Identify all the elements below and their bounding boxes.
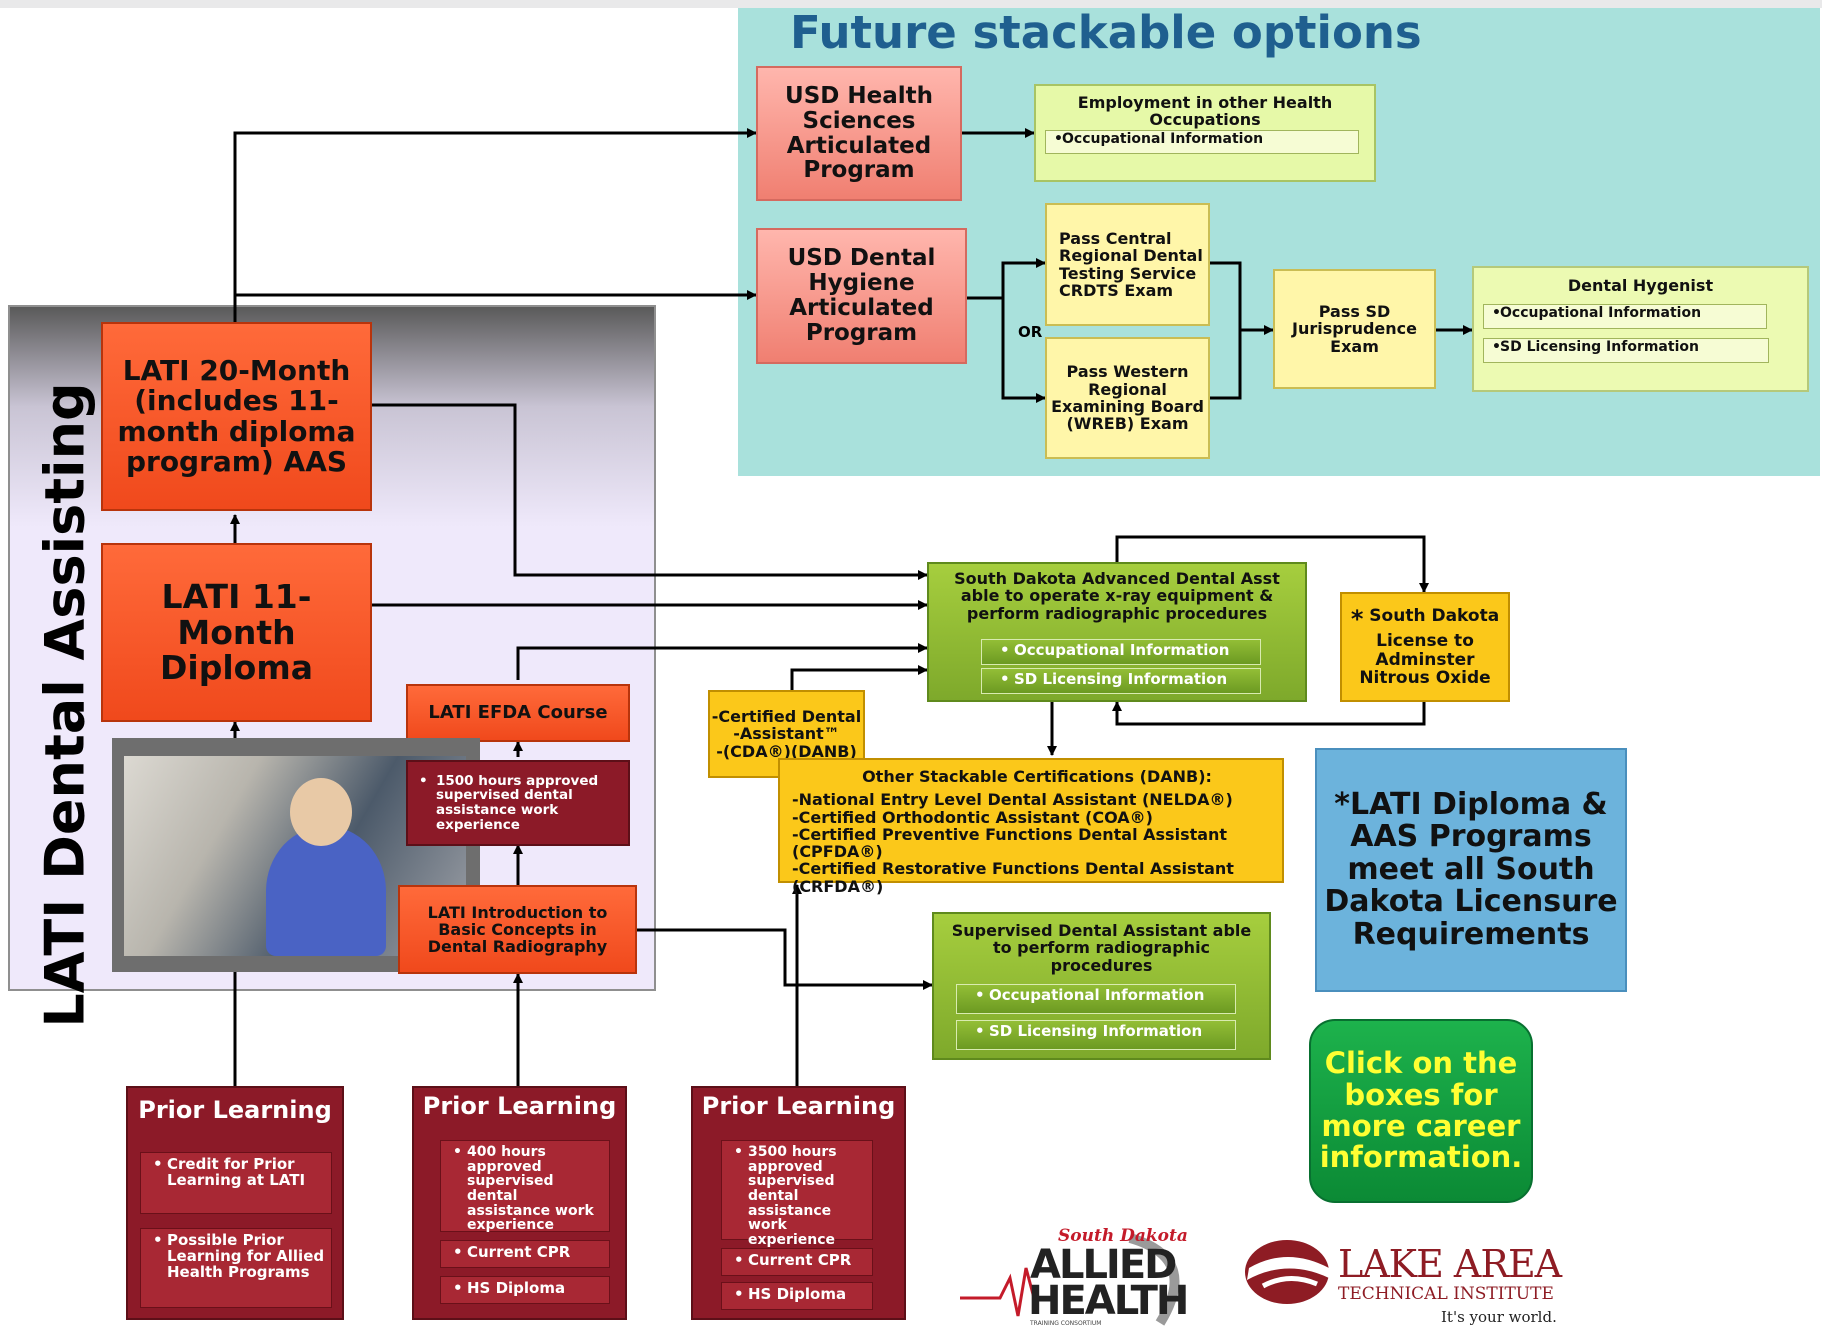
advanced-occupational-link[interactable]: • Occupational Information	[981, 639, 1261, 665]
line-exams-join	[1210, 261, 1242, 400]
employment-occupational-link[interactable]: • Occupational Information	[1045, 130, 1359, 154]
line-radiography-to-supervised	[637, 928, 933, 990]
prior-learning-item[interactable]: • Credit for Prior Learning at LATI	[140, 1152, 332, 1214]
advanced-licensing-link[interactable]: • SD Licensing Information	[981, 668, 1261, 694]
bullet-icon: •	[734, 1285, 744, 1303]
bullet-icon: •	[1492, 339, 1501, 355]
usd-health-box[interactable]: USD Health Sciences Articulated Program	[756, 66, 962, 201]
bullet-icon: •	[975, 986, 985, 1004]
line-aas-to-advanced	[372, 403, 928, 580]
lake-area-emblem-icon	[1245, 1240, 1329, 1304]
asterisk: *	[1334, 787, 1350, 823]
advanced-dental-asst-box[interactable]: South Dakota Advanced Dental Asst able t…	[927, 562, 1307, 702]
allied-health-logo: South Dakota ALLIED HEALTH TRAINING CONS…	[960, 1226, 1220, 1328]
jurisprudence-box[interactable]: Pass SD Jurisprudence Exam	[1273, 269, 1436, 389]
assistant-figure	[266, 826, 386, 956]
crdts-box[interactable]: Pass Central Regional Dental Testing Ser…	[1045, 203, 1210, 326]
lati-aas-box[interactable]: LATI 20-Month (includes 11-month diploma…	[101, 322, 372, 511]
assistant-head	[290, 778, 352, 846]
line-nitrous-to-advanced	[1112, 701, 1426, 726]
prior-learning-item[interactable]: • Current CPR	[440, 1240, 610, 1268]
bullet-icon: •	[734, 1251, 744, 1269]
bullet-icon: •	[1492, 305, 1501, 321]
prior-learning-title: Prior Learning	[422, 1092, 617, 1120]
prior-learning-item[interactable]: • HS Diploma	[721, 1282, 873, 1310]
line-aas-to-usd-health	[233, 128, 757, 325]
supervised-dental-asst-box[interactable]: Supervised Dental Assistant able to perf…	[932, 912, 1271, 1060]
lati-radiography-box[interactable]: LATI Introduction to Basic Concepts in D…	[398, 885, 637, 974]
usd-dental-box[interactable]: USD Dental Hygiene Articulated Program	[756, 228, 967, 364]
nitrous-license-box[interactable]: * South Dakota License to Adminster Nitr…	[1340, 592, 1510, 702]
lati-diploma-box[interactable]: LATI 11-Month Diploma	[101, 543, 372, 722]
bullet-icon: •	[453, 1243, 463, 1261]
page-title: Future stackable options	[790, 6, 1422, 59]
supervised-occupational-link[interactable]: • Occupational Information	[956, 984, 1236, 1014]
prior-learning-title: Prior Learning	[701, 1092, 896, 1120]
bullet-icon: •	[153, 1155, 163, 1173]
bullet-icon: •	[734, 1144, 743, 1160]
wreb-box[interactable]: Pass Western Regional Examining Board (W…	[1045, 337, 1210, 459]
lake-area-logo: LAKE AREA TECHNICAL INSTITUTE It's your …	[1243, 1238, 1563, 1328]
bullet-icon: •	[453, 1144, 462, 1160]
bullet-icon: •	[1054, 131, 1063, 147]
lati-efda-box[interactable]: LATI EFDA Course	[406, 684, 630, 742]
prior-learning-title: Prior Learning	[138, 1096, 332, 1124]
bullet-icon: •	[419, 773, 428, 789]
prior-learning-item[interactable]: • HS Diploma	[440, 1276, 610, 1304]
efda-requirement-box[interactable]: • 1500 hours approved supervised dental …	[406, 760, 630, 846]
line-cda-to-advanced	[790, 665, 928, 695]
prior-learning-box-2[interactable]: Prior Learning • 400 hours approved supe…	[412, 1086, 627, 1320]
bullet-icon: •	[975, 1022, 985, 1040]
prior-learning-item[interactable]: • Current CPR	[721, 1248, 873, 1276]
top-strip	[0, 0, 1822, 8]
employment-box[interactable]: Employment in other Health Occupations •…	[1034, 84, 1376, 182]
prior-learning-box-1[interactable]: Prior Learning • Credit for Prior Learni…	[126, 1086, 344, 1320]
or-label: OR	[1018, 323, 1043, 341]
click-hint-box: Click on the boxes for more career infor…	[1309, 1019, 1533, 1203]
bullet-icon: •	[1000, 641, 1010, 659]
supervised-licensing-link[interactable]: • SD Licensing Information	[956, 1020, 1236, 1050]
bullet-icon: •	[453, 1279, 463, 1297]
hygienist-licensing-link[interactable]: • SD Licensing Information	[1483, 338, 1769, 363]
prior-learning-item[interactable]: • 3500 hours approved supervised dental …	[721, 1140, 873, 1247]
hygienist-box[interactable]: Dental Hygenist • Occupational Informati…	[1472, 266, 1809, 392]
line-efda-to-advanced	[516, 643, 928, 680]
asterisk: *	[1350, 604, 1364, 633]
danb-certifications-box[interactable]: Other Stackable Certifications (DANB): -…	[778, 758, 1284, 895]
licensure-note-box: *LATI Diploma & AAS Programs meet all So…	[1315, 748, 1627, 992]
bullet-icon: •	[153, 1231, 163, 1249]
heartbeat-icon	[960, 1233, 1180, 1326]
prior-learning-item[interactable]: • Possible Prior Learning for Allied Hea…	[140, 1228, 332, 1308]
hygienist-occupational-link[interactable]: • Occupational Information	[1483, 304, 1767, 329]
line-advanced-to-nitrous	[1115, 535, 1429, 593]
bullet-icon: •	[1000, 670, 1010, 688]
prior-learning-box-3[interactable]: Prior Learning • 3500 hours approved sup…	[691, 1086, 906, 1320]
prior-learning-item[interactable]: • 400 hours approved supervised dental a…	[440, 1140, 610, 1233]
